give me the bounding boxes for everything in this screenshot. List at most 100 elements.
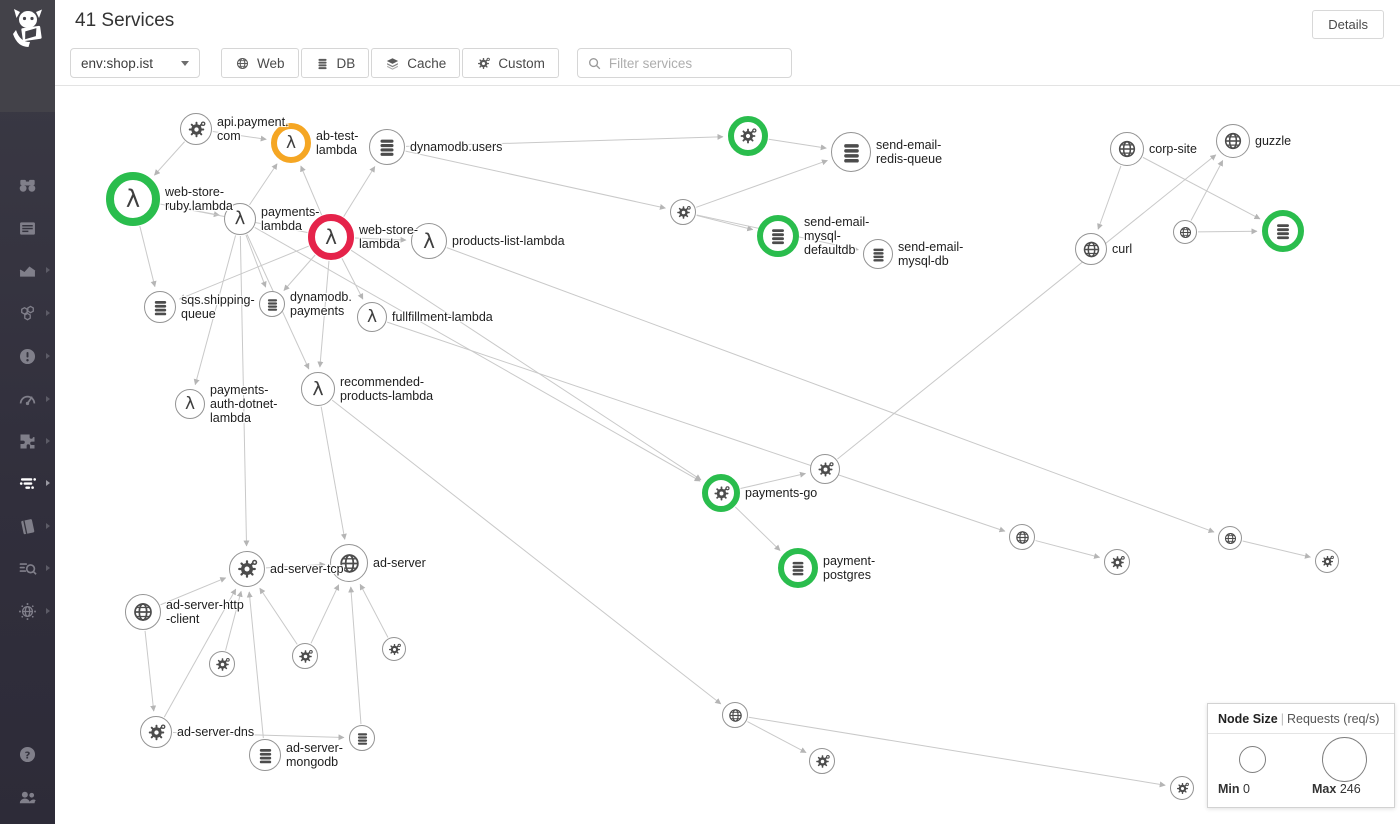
service-node-payg[interactable] [702,474,740,512]
service-node-gear2[interactable] [670,199,696,225]
service-node-gear15[interactable] [809,748,835,774]
sidebar-item-help[interactable]: ? [0,738,55,770]
service-node-dns[interactable] [140,716,172,748]
gear-icon [816,460,835,479]
svg-text:?: ? [25,750,31,761]
notebook-icon [17,516,38,537]
sidebar-item-events[interactable] [0,340,55,372]
filter-button-db[interactable]: DB [300,48,370,78]
service-node-guzzle[interactable] [1216,124,1250,158]
details-button[interactable]: Details [1312,10,1384,39]
sidebar-item-watchdog[interactable] [0,169,55,201]
service-node-products[interactable]: λ [411,223,447,259]
sidebar-item-logs[interactable] [0,552,55,584]
service-node-greendb4[interactable] [1262,210,1304,252]
service-edge [1197,228,1258,235]
service-node-mysqldb[interactable] [863,239,893,269]
service-edge [225,590,243,651]
service-node-abtest[interactable]: λ [271,123,311,163]
sidebar-item-metrics[interactable] [0,254,55,286]
service-node-recomm[interactable]: λ [301,372,335,406]
service-node-sqs[interactable] [144,291,176,323]
service-node-curl[interactable] [1075,233,1107,265]
service-edge [300,165,323,216]
sidebar-item-apm[interactable] [0,383,55,415]
service-edge [212,130,267,142]
metrics-chart-icon [17,260,38,281]
service-edge [350,249,702,481]
sidebar-item-integrations[interactable] [0,425,55,457]
filter-button-cache[interactable]: Cache [371,48,461,78]
filter-button-label: DB [336,55,356,71]
service-edge [343,166,376,217]
globe-icon [337,551,362,576]
service-map-canvas[interactable]: Node Size|Requests (req/s) Min 0 Max 246… [55,85,1400,824]
service-node-usersdb[interactable] [369,129,405,165]
filter-button-custom[interactable]: Custom [462,48,559,78]
service-edge [193,235,237,386]
dashboards-icon [17,218,38,239]
service-node-gear6[interactable] [209,651,235,677]
service-edge [320,406,347,540]
service-node-defaultdb[interactable] [757,215,799,257]
service-node-httpcl[interactable] [125,594,161,630]
service-edge [283,254,316,291]
service-node-globe10[interactable] [1009,524,1035,550]
sidebar-item-notebooks[interactable] [0,510,55,542]
sidebar-item-service-map[interactable] [0,467,55,499]
env-selector[interactable]: env:shop.ist [70,48,200,78]
search-box[interactable] [576,48,792,78]
service-node-globe14[interactable] [722,702,748,728]
service-node-api[interactable] [180,113,212,145]
service-node-ruby[interactable]: λ [106,172,160,226]
filter-button-web[interactable]: Web [221,48,299,78]
service-node-mongodb[interactable] [249,739,281,771]
service-node-webstore[interactable]: λ [308,214,354,260]
sidebar-item-account[interactable] [0,781,55,813]
service-edge [246,591,264,739]
service-node-fullfill[interactable]: λ [357,302,387,332]
globe-icon [235,56,250,71]
sidebar-item-dashboards[interactable] [0,212,55,244]
service-node-corp[interactable] [1110,132,1144,166]
service-node-gear13[interactable] [1315,549,1339,573]
chevron-right-icon [46,353,50,359]
service-map-edges [139,130,1311,788]
service-node-globe3[interactable] [1173,220,1197,244]
legend-max-circle [1322,737,1367,782]
database-icon [767,225,789,247]
chevron-right-icon [46,310,50,316]
service-node-redis[interactable] [831,132,871,172]
service-node-adserver[interactable] [330,544,368,582]
service-edge [405,133,724,147]
service-node-gear7[interactable] [292,643,318,669]
service-node-postgres[interactable] [778,548,818,588]
globe-icon [1116,138,1138,160]
service-edge [245,234,267,288]
database-icon [838,139,865,166]
service-node-gear11[interactable] [1104,549,1130,575]
database-icon [869,245,888,264]
service-node-paylambda[interactable]: λ [224,203,256,235]
infrastructure-hex-icon [17,303,38,324]
sidebar-item-security[interactable] [0,595,55,627]
globe-icon [1223,531,1238,546]
sidebar-item-infrastructure[interactable] [0,297,55,329]
service-node-tcp[interactable] [229,551,265,587]
datadog-logo[interactable] [0,0,55,112]
filter-button-label: Web [257,55,285,71]
gear-icon [387,642,402,657]
service-edge [139,226,157,288]
service-node-globe12[interactable] [1218,526,1242,550]
service-node-ggear1[interactable] [728,116,768,156]
service-edge [837,154,1217,460]
search-input[interactable] [608,55,786,71]
service-node-auth[interactable]: λ [175,389,205,419]
service-node-gear16[interactable] [1170,776,1194,800]
service-node-gear8[interactable] [382,637,406,661]
service-edge [1142,156,1261,220]
service-node-db9[interactable] [349,725,375,751]
service-node-dynpay[interactable] [259,291,285,317]
service-node-gear5[interactable] [810,454,840,484]
